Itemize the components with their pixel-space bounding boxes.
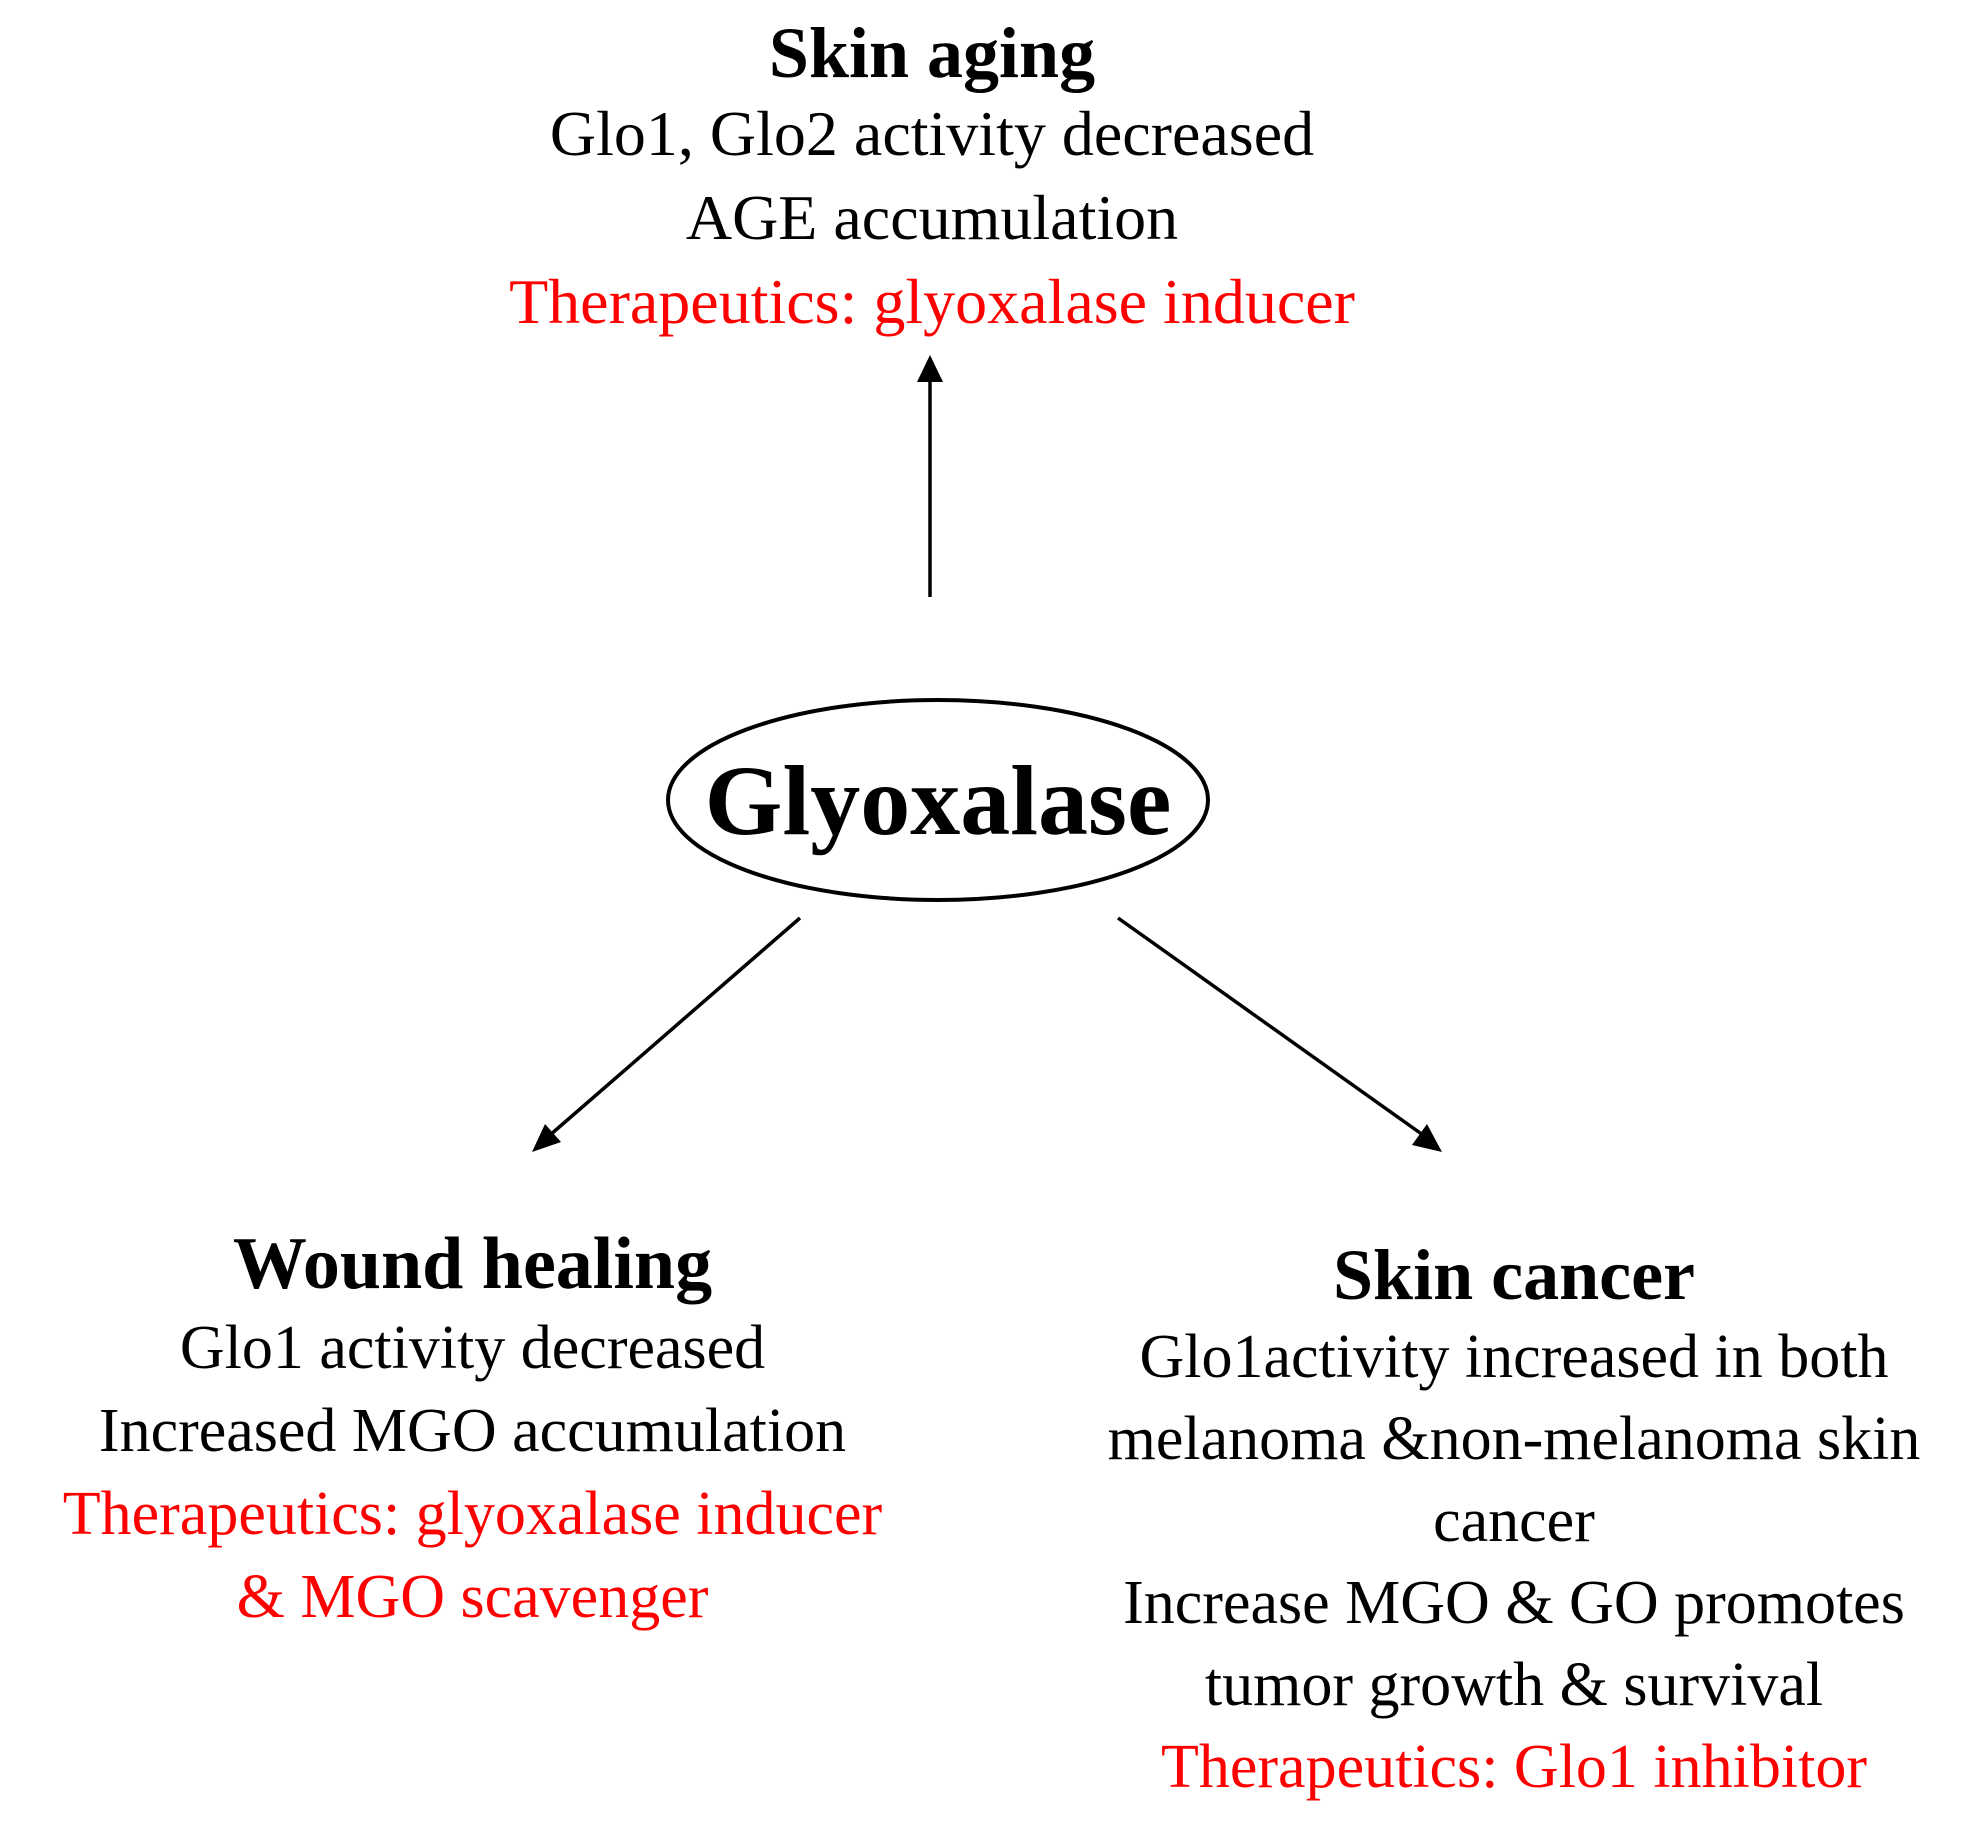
arrow-to-wound-healing xyxy=(540,916,802,1144)
skin-cancer-therapeutics: Therapeutics: Glo1 inhibitor xyxy=(1161,1733,1867,1802)
skin-cancer-line: tumor growth & survival xyxy=(1204,1651,1824,1720)
arrow-to-skin-cancer xyxy=(1116,916,1432,1142)
arrowhead-wound-healing xyxy=(532,1124,561,1152)
skin-aging-block: Skin aging Glo1, Glo2 activity decreased… xyxy=(394,10,1470,344)
wound-healing-title: Wound healing xyxy=(232,1223,713,1305)
skin-aging-line: AGE accumulation xyxy=(685,182,1179,254)
skin-aging-line: Glo1, Glo2 activity decreased xyxy=(549,98,1315,170)
wound-healing-block: Wound healing Glo1 activity decreased In… xyxy=(0,1220,945,1639)
skin-cancer-line: cancer xyxy=(1433,1487,1595,1556)
wound-healing-line: Glo1 activity decreased xyxy=(179,1313,766,1382)
skin-aging-therapeutics: Therapeutics: glyoxalase inducer xyxy=(509,266,1355,338)
arrowhead-skin-cancer xyxy=(1412,1124,1442,1152)
skin-cancer-line: Glo1activity increased in both xyxy=(1139,1323,1889,1392)
arrowhead-skin-aging xyxy=(917,355,943,382)
skin-cancer-line: Increase MGO & GO promotes xyxy=(1123,1569,1905,1638)
skin-cancer-line: melanoma &non-melanoma skin xyxy=(1107,1405,1921,1474)
glyoxalase-label: Glyoxalase xyxy=(704,744,1172,856)
skin-cancer-title: Skin cancer xyxy=(1332,1235,1695,1315)
glyoxalase-ellipse xyxy=(666,698,1210,902)
wound-healing-therapeutics: & MGO scavenger xyxy=(236,1562,709,1631)
skin-aging-title: Skin aging xyxy=(768,13,1096,93)
wound-healing-line: Increased MGO accumulation xyxy=(98,1396,847,1465)
wound-healing-therapeutics: Therapeutics: glyoxalase inducer xyxy=(62,1479,883,1548)
skin-cancer-block: Skin cancer Glo1activity increased in bo… xyxy=(1040,1232,1988,1808)
